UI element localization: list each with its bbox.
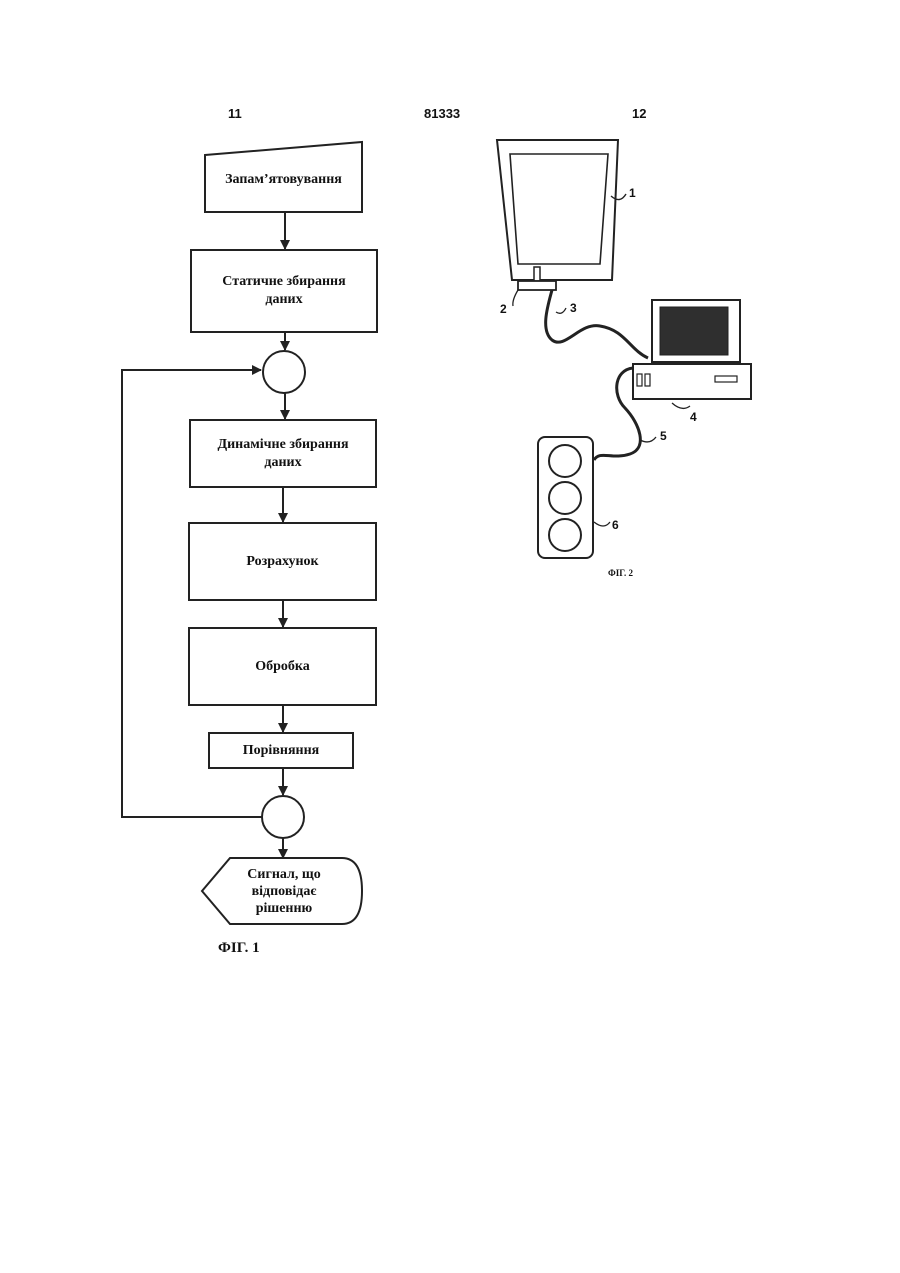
signal-lamp-top <box>549 445 581 477</box>
ref-3: 3 <box>570 301 577 315</box>
cable-3 <box>546 290 648 358</box>
drive-slot <box>715 376 737 382</box>
ref-6: 6 <box>612 518 619 532</box>
ref-4: 4 <box>690 410 697 424</box>
screen-inner <box>510 154 608 264</box>
ref-1: 1 <box>629 186 636 200</box>
ref-2: 2 <box>500 302 507 316</box>
disk-slot-2 <box>645 374 650 386</box>
computer-screen <box>660 307 728 355</box>
ref-5: 5 <box>660 429 667 443</box>
disk-slot-1 <box>637 374 642 386</box>
sensor-stand <box>534 267 540 281</box>
signal-lamp-middle <box>549 482 581 514</box>
fig2-caption: ФІГ. 2 <box>608 568 633 578</box>
sensor-unit <box>518 281 556 290</box>
signal-lamp-bottom <box>549 519 581 551</box>
